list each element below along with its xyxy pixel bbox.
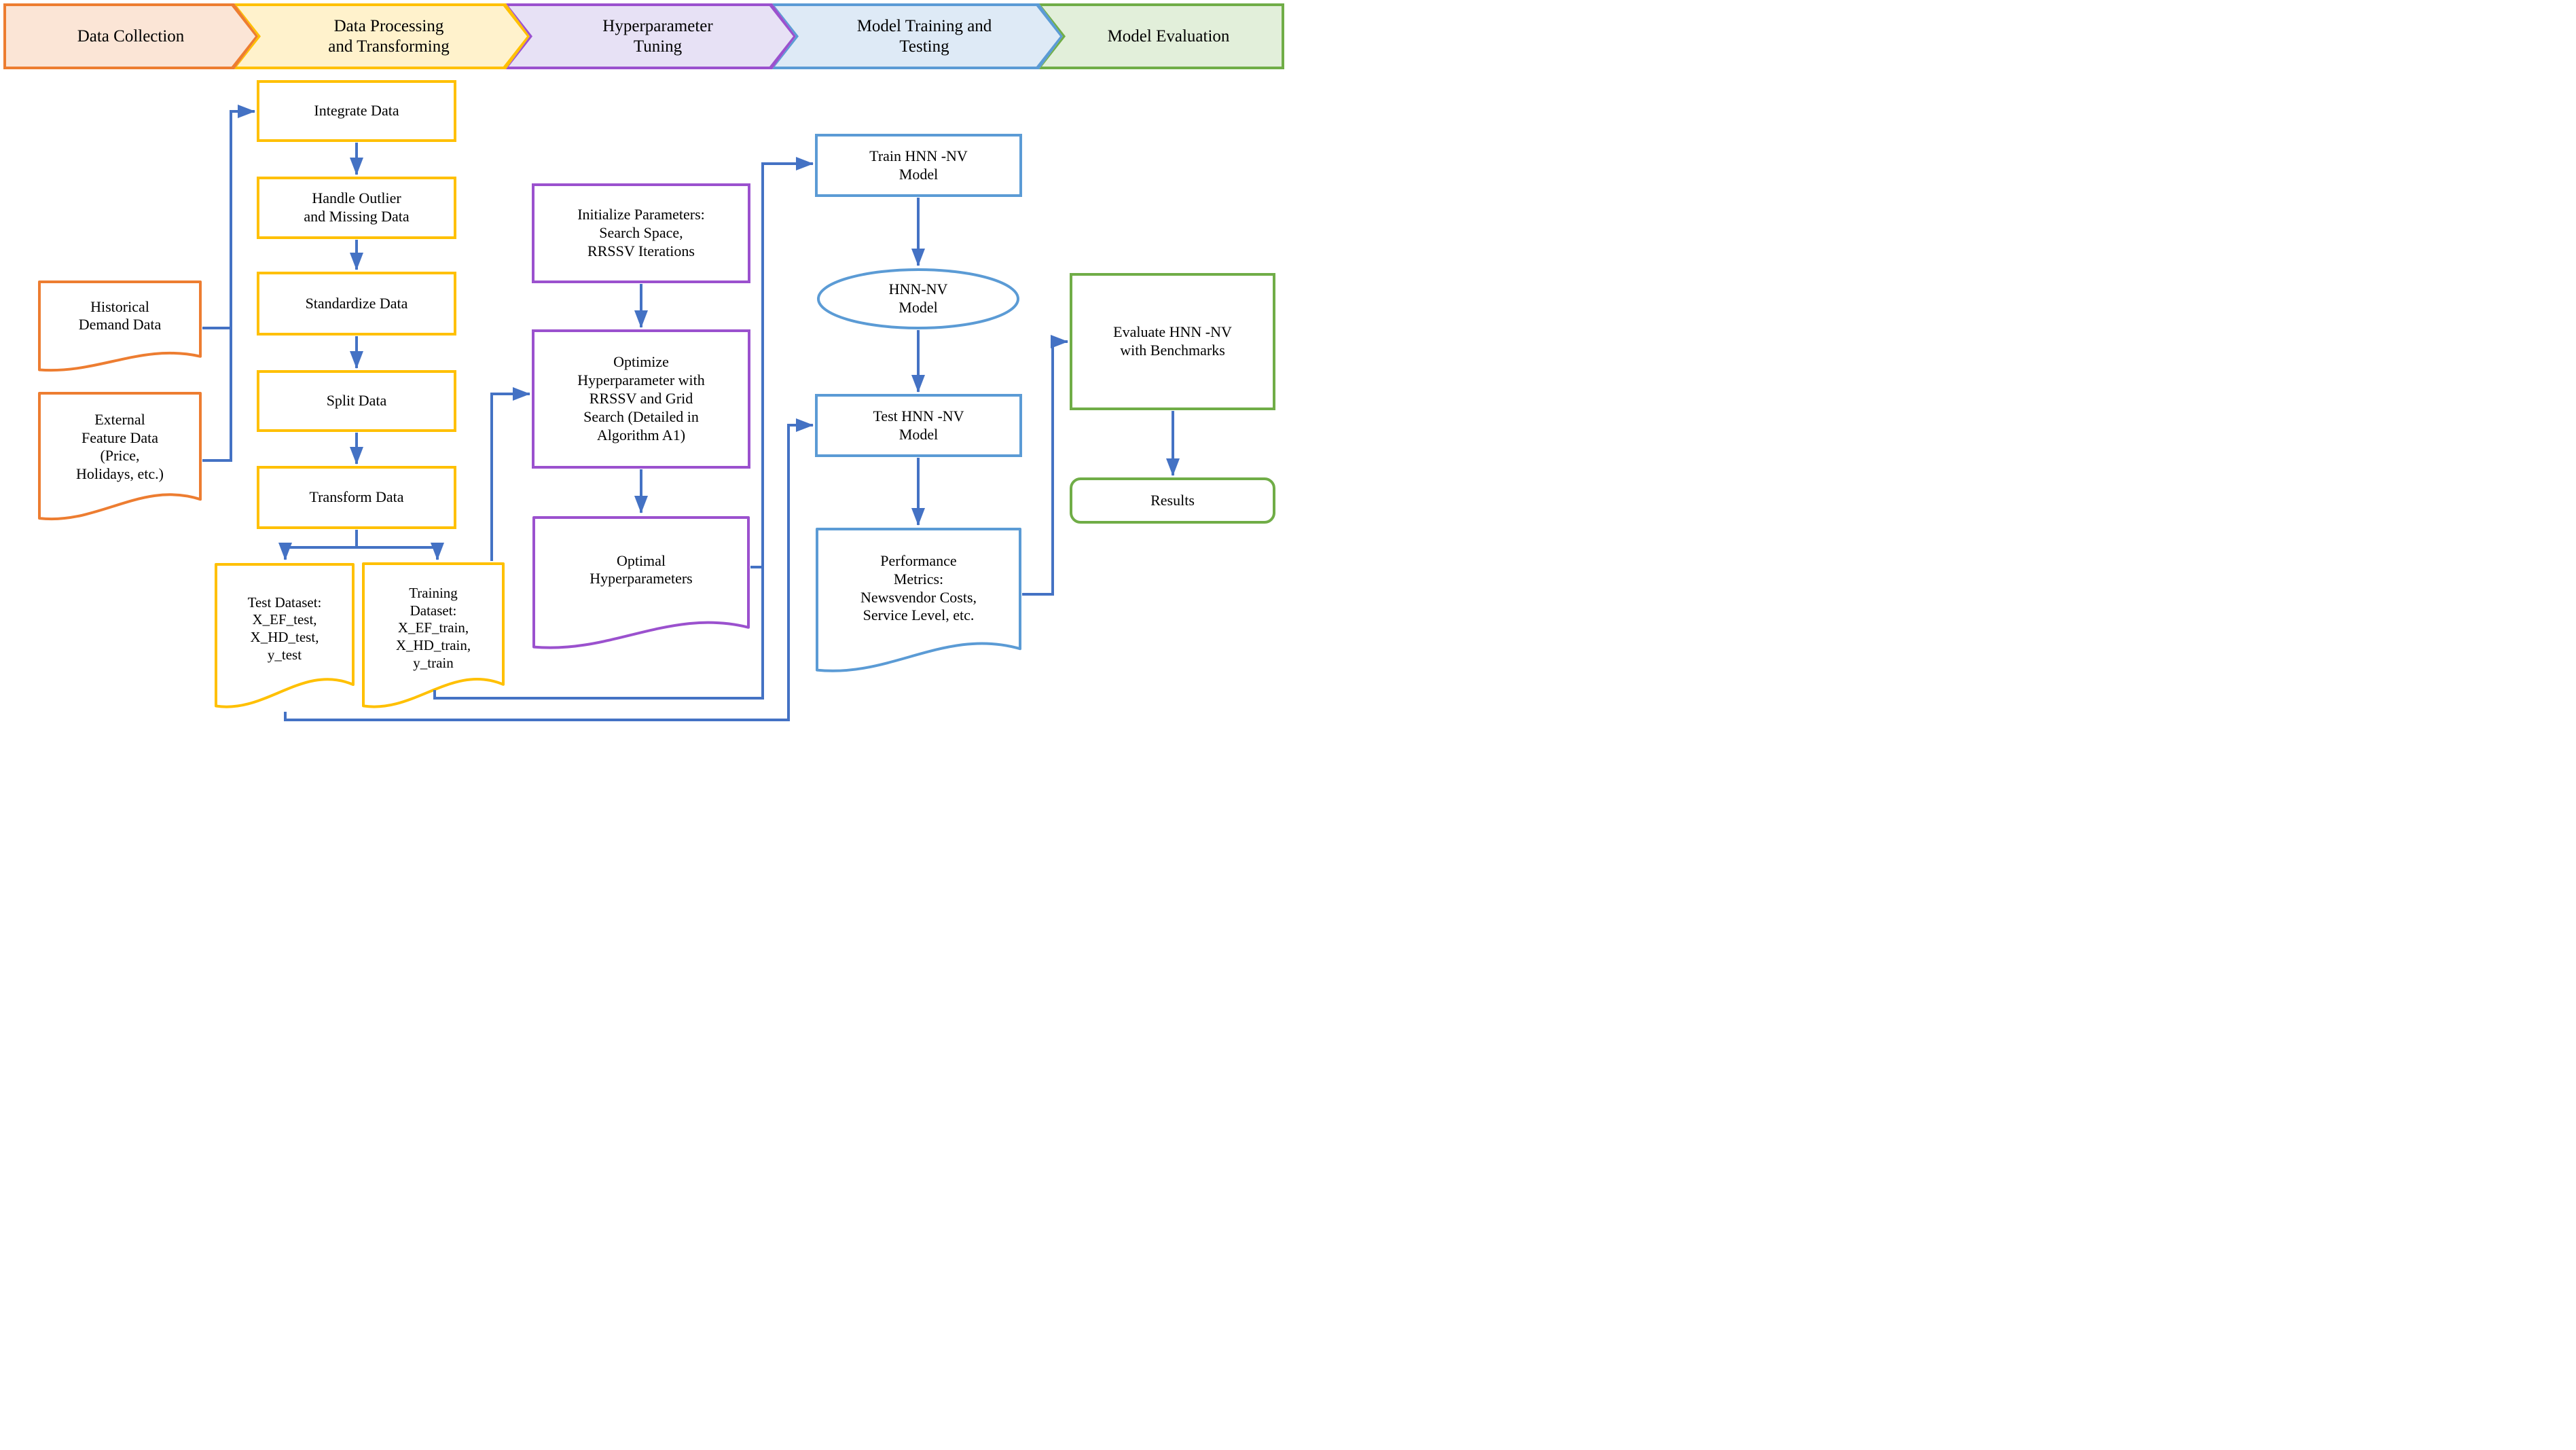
edge-transform-to-training_dataset	[355, 530, 444, 560]
node-label: Training Dataset: X_EF_train, X_HD_train…	[395, 585, 471, 671]
edge-historical-to-integrate	[202, 105, 255, 329]
phase-label-data-collection: Data Collection	[77, 26, 185, 46]
edge-transform-to-test_dataset	[278, 530, 358, 560]
node-label: Historical Demand Data	[78, 297, 162, 333]
phase-label-data-processing: Data Processing and Transforming	[328, 16, 450, 56]
node-results: Results	[1070, 477, 1275, 524]
node-label: Initialize Parameters: Search Space, RRS…	[577, 206, 705, 259]
node-label: Transform Data	[309, 488, 404, 506]
phase-chevron-hyperparameter-tuning: Hyperparameter Tuning	[506, 3, 796, 69]
phase-chevron-fill	[509, 6, 793, 67]
node-label: Evaluate HNN -NV with Benchmarks	[1113, 323, 1232, 359]
phase-label-model-evaluation: Model Evaluation	[1107, 26, 1230, 46]
phase-chevron-model-training-testing: Model Training and Testing	[772, 3, 1063, 69]
node-label: Test HNN -NV Model	[873, 407, 964, 443]
node-test-dataset: Test Dataset: X_EF_test, X_HD_test, y_te…	[214, 562, 355, 715]
node-performance-metrics: Performance Metrics: Newsvendor Costs, S…	[815, 527, 1022, 679]
node-label: HNN-NV Model	[888, 280, 948, 316]
node-label: Train HNN -NV Model	[869, 147, 968, 183]
node-label: Optimize Hyperparameter with RRSSV and G…	[577, 353, 705, 443]
phase-chevron-fill	[1042, 6, 1282, 67]
node-hnn-nv-model: HNN-NV Model	[816, 268, 1020, 330]
node-optimal-hyperparameters: Optimal Hyperparameters	[532, 515, 750, 655]
phase-chevron-data-collection: Data Collection	[3, 3, 258, 69]
node-integrate-data: Integrate Data	[257, 80, 456, 142]
node-label: Performance Metrics: Newsvendor Costs, S…	[860, 552, 977, 624]
phase-chevron-fill	[6, 6, 255, 67]
node-transform-data: Transform Data	[257, 466, 456, 529]
phase-chevron-model-evaluation: Model Evaluation	[1039, 3, 1284, 69]
node-label: Test Dataset: X_EF_test, X_HD_test, y_te…	[247, 594, 322, 663]
node-standardize-data: Standardize Data	[257, 272, 456, 336]
node-optimize-hyperparameter: Optimize Hyperparameter with RRSSV and G…	[532, 329, 750, 469]
node-label: Optimal Hyperparameters	[589, 551, 693, 587]
phase-chevron-fill	[775, 6, 1060, 67]
flowchart-canvas: Data Collection Data Processing and Tran…	[0, 0, 1288, 725]
phase-label-hyperparameter-tuning: Hyperparameter Tuning	[602, 16, 713, 56]
node-label: Split Data	[326, 392, 387, 410]
node-label: Standardize Data	[305, 294, 408, 312]
node-label: Integrate Data	[314, 102, 399, 120]
phase-chevron-data-processing: Data Processing and Transforming	[234, 3, 530, 69]
edge-training_dataset-to-optimize	[490, 387, 530, 561]
phase-label-model-training-testing: Model Training and Testing	[856, 16, 992, 56]
phase-chevron-fill	[237, 6, 527, 67]
node-external-feature-data: External Feature Data (Price, Holidays, …	[37, 391, 202, 526]
node-label: External Feature Data (Price, Holidays, …	[76, 410, 164, 483]
node-split-data: Split Data	[257, 370, 456, 432]
node-test-hnn-nv-model: Test HNN -NV Model	[815, 394, 1022, 457]
node-historical-demand-data: Historical Demand Data	[37, 280, 202, 376]
edge-performance-to-evaluate	[1022, 335, 1068, 596]
node-label: Handle Outlier and Missing Data	[304, 189, 410, 225]
node-evaluate-hnn-nv-benchmarks: Evaluate HNN -NV with Benchmarks	[1070, 273, 1275, 410]
node-label: Results	[1150, 491, 1195, 509]
node-train-hnn-nv-model: Train HNN -NV Model	[815, 134, 1022, 197]
edge-external-to-integrate	[202, 328, 232, 462]
node-initialize-parameters: Initialize Parameters: Search Space, RRS…	[532, 183, 750, 283]
node-handle-outlier-missing-data: Handle Outlier and Missing Data	[257, 177, 456, 239]
node-training-dataset: Training Dataset: X_EF_train, X_HD_train…	[361, 562, 505, 715]
